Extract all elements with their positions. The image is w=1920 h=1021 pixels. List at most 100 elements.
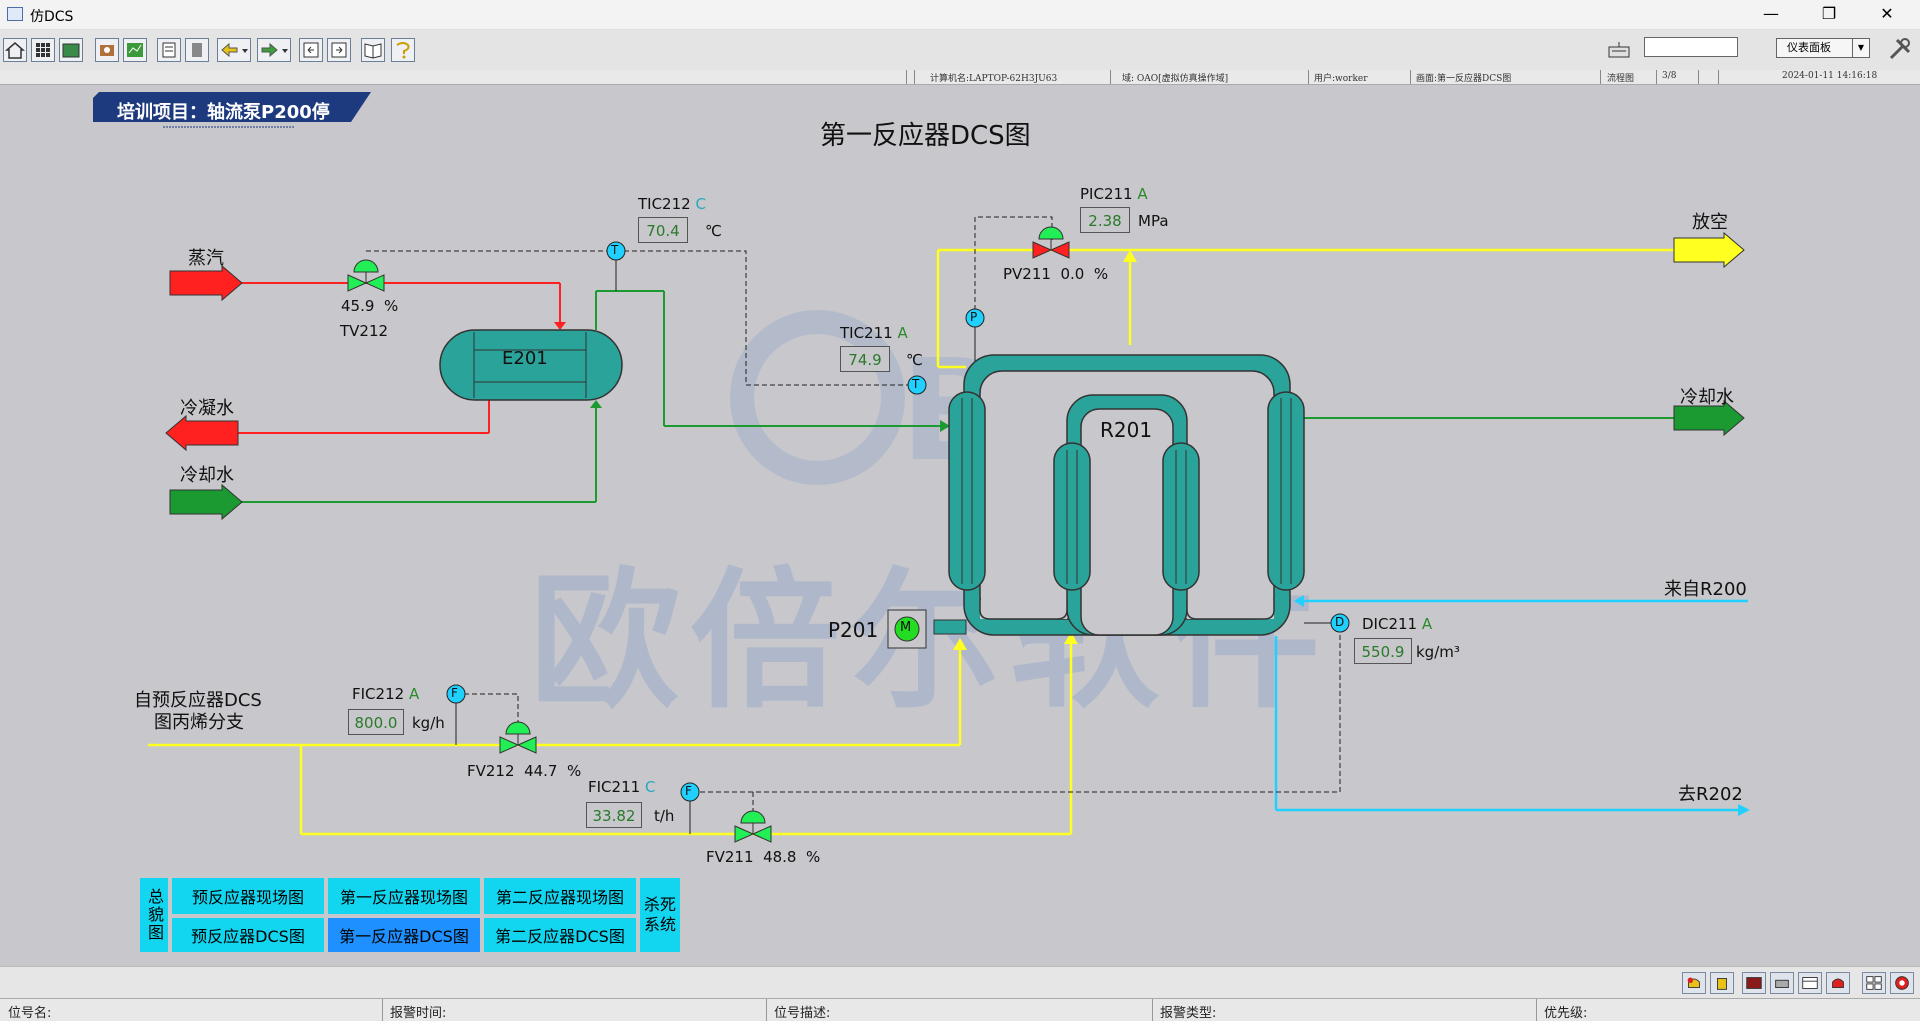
table-icon[interactable] <box>1798 972 1822 994</box>
nav-overview[interactable]: 总貌图 <box>140 878 168 952</box>
sensor-dic211-d[interactable]: D <box>1335 615 1345 629</box>
vent-label: 放空 <box>1692 212 1728 233</box>
forward-icon[interactable] <box>257 38 291 62</box>
nav-kill-system[interactable]: 杀死系统 <box>640 878 680 952</box>
fic211-unit: t/h <box>654 807 675 825</box>
from-pre-reactor-label-2: 图丙烯分支 <box>154 712 244 733</box>
panel-select[interactable]: 仪表面板▼ <box>1776 38 1870 58</box>
fv212-label[interactable]: FV212 44.7 % <box>467 762 582 780</box>
book-icon[interactable] <box>361 38 385 62</box>
fv211-label[interactable]: FV211 48.8 % <box>706 848 821 866</box>
cooling-water-left-label: 冷却水 <box>180 465 234 486</box>
fic211-value[interactable]: 33.82 <box>586 802 642 828</box>
sensor-pic211-p[interactable]: P <box>970 310 978 324</box>
tools-icon[interactable] <box>1887 36 1913 62</box>
save-icon[interactable] <box>185 38 209 62</box>
page-title: 第一反应器DCS图 <box>820 121 1031 151</box>
tic212-value[interactable]: 70.4 <box>638 217 688 243</box>
training-label: 培训项目：轴流泵P200停 <box>117 102 330 123</box>
e201-label[interactable]: E201 <box>502 348 548 369</box>
pic211-mode: A <box>1137 185 1148 203</box>
dic211-tag[interactable]: DIC211 A <box>1362 615 1433 633</box>
panel-icon[interactable] <box>59 38 83 62</box>
cooling-water-right-label: 冷却水 <box>1680 387 1734 408</box>
tic212-unit: ℃ <box>705 222 722 240</box>
process-icon[interactable] <box>95 38 119 62</box>
keyboard-icon[interactable] <box>1607 39 1631 61</box>
status-type-label: 报警类型: <box>1160 1006 1217 1021</box>
close-icon[interactable]: ✕ <box>1880 4 1894 23</box>
tic211-tag[interactable]: TIC211 A <box>840 324 908 342</box>
screen-name: 画面:第一反应器DCS图 <box>1416 74 1512 84</box>
p201-label[interactable]: P201 <box>828 618 879 642</box>
app-icon <box>7 7 23 21</box>
tv212-tag[interactable]: TV212 <box>340 322 389 340</box>
nav-pre-reactor-field[interactable]: 预反应器现场图 <box>172 878 324 914</box>
from-r200-label: 来自R200 <box>1664 579 1747 600</box>
window-titlebar: 仿DCS — ❐ ✕ <box>0 0 1920 30</box>
user-name: 用户:worker <box>1314 74 1368 84</box>
tag-search-input[interactable] <box>1644 37 1738 57</box>
tic211-unit: ℃ <box>906 351 923 369</box>
sensor-tic211-t[interactable]: T <box>912 377 920 391</box>
sensor-fic211-f[interactable]: F <box>685 784 692 798</box>
trend-icon[interactable] <box>123 38 147 62</box>
page-number: 3/8 <box>1662 71 1677 81</box>
fic212-unit: kg/h <box>412 714 445 732</box>
nav-r1-dcs[interactable]: 第一反应器DCS图 <box>328 918 480 952</box>
back-icon[interactable] <box>217 38 251 62</box>
layout-icon[interactable] <box>1862 972 1886 994</box>
tv212-value[interactable]: 45.9 % <box>341 297 399 315</box>
fic212-value[interactable]: 800.0 <box>348 709 404 735</box>
home-icon[interactable] <box>3 38 27 62</box>
alarm-bar <box>0 966 1920 999</box>
window-title: 仿DCS <box>30 9 74 25</box>
next-page-icon[interactable] <box>327 38 351 62</box>
alarm-settings-icon[interactable] <box>1890 972 1914 994</box>
alarm-bell-icon[interactable] <box>1682 972 1706 994</box>
steam-label: 蒸汽 <box>188 248 224 269</box>
pv211-label[interactable]: PV211 0.0 % <box>1003 265 1109 283</box>
nav-pre-reactor-dcs[interactable]: 预反应器DCS图 <box>172 918 324 952</box>
screen-type: 流程图 <box>1607 74 1635 84</box>
motor-label[interactable]: M <box>900 620 912 635</box>
status-tag-label: 位号名: <box>8 1006 52 1021</box>
sensor-fic212-f[interactable]: F <box>451 686 458 700</box>
status-desc-label: 位号描述: <box>774 1006 831 1021</box>
panel-select-label: 仪表面板 <box>1787 41 1831 54</box>
r201-label[interactable]: R201 <box>1100 418 1153 442</box>
sensor-tic212-t[interactable]: T <box>611 243 619 257</box>
minimize-icon[interactable]: — <box>1763 4 1779 23</box>
status-bar: 位号名: 报警时间: 位号描述: 报警类型: 优先级: <box>0 998 1920 1021</box>
dic211-value[interactable]: 550.9 <box>1354 638 1412 664</box>
from-pre-reactor-label-1: 自预反应器DCS <box>134 690 262 711</box>
print-icon[interactable] <box>1770 972 1794 994</box>
report-icon[interactable] <box>157 38 181 62</box>
tic212-tag[interactable]: TIC212 C <box>638 195 706 213</box>
acknowledge-icon[interactable] <box>1710 972 1734 994</box>
training-banner: 培训项目：轴流泵P200停 <box>93 92 373 128</box>
nav-r2-dcs[interactable]: 第二反应器DCS图 <box>484 918 636 952</box>
fic211-tag[interactable]: FIC211 C <box>588 778 656 796</box>
pic211-tag[interactable]: PIC211 A <box>1080 185 1148 203</box>
to-r202-label: 去R202 <box>1678 784 1743 805</box>
pic211-value[interactable]: 2.38 <box>1080 207 1130 233</box>
fic211-mode: C <box>644 778 656 796</box>
restore-icon[interactable]: ❐ <box>1821 4 1837 23</box>
nav-r1-field[interactable]: 第一反应器现场图 <box>328 878 480 914</box>
nav-r2-field[interactable]: 第二反应器现场图 <box>484 878 636 914</box>
alarm-list-icon[interactable] <box>1742 972 1766 994</box>
datetime: 2024-01-11 14:16:18 <box>1782 71 1878 81</box>
help-icon[interactable] <box>391 38 415 62</box>
prev-page-icon[interactable] <box>299 38 323 62</box>
dic211-mode: A <box>1421 615 1433 633</box>
condensate-label: 冷凝水 <box>180 398 234 419</box>
tic212-mode: C <box>695 195 706 213</box>
grid-icon[interactable] <box>31 38 55 62</box>
fic212-tag[interactable]: FIC212 A <box>352 685 420 703</box>
info-bar: 计算机名:LAPTOP-62H3JU63 域: OAO[虚拟仿真操作域] 用户:… <box>0 70 1920 85</box>
fic212-mode: A <box>408 685 420 703</box>
sound-icon[interactable] <box>1826 972 1850 994</box>
tic211-value[interactable]: 74.9 <box>840 346 890 372</box>
